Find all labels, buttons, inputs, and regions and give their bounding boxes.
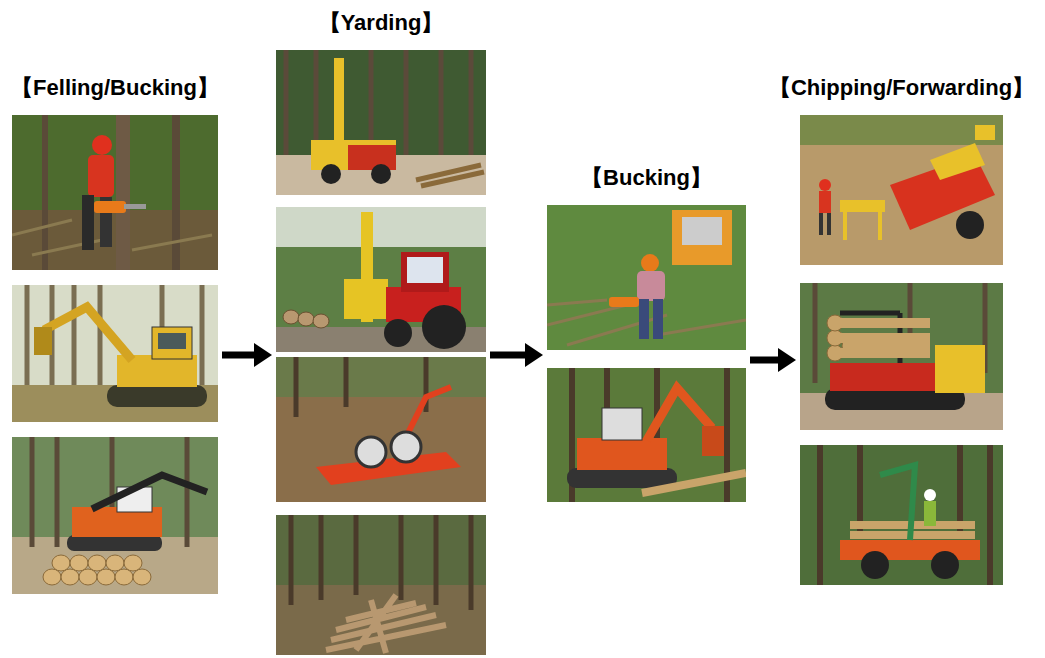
photo bbox=[12, 115, 218, 270]
arrow-shaft bbox=[490, 352, 527, 359]
flow-arrow bbox=[222, 343, 272, 367]
stage-column: 【Yarding】 bbox=[276, 50, 486, 655]
photo bbox=[547, 368, 746, 502]
photo bbox=[12, 285, 218, 422]
stage-column: 【Bucking】 bbox=[547, 205, 746, 502]
photo bbox=[276, 357, 486, 502]
photo bbox=[276, 207, 486, 352]
stage-heading: 【Felling/Bucking】 bbox=[11, 75, 219, 101]
arrow-head bbox=[778, 348, 796, 372]
stage-column: 【Felling/Bucking】 bbox=[12, 115, 218, 594]
arrow-head bbox=[525, 343, 543, 367]
flow-arrow bbox=[490, 343, 543, 367]
photo bbox=[276, 515, 486, 655]
photo bbox=[547, 205, 746, 350]
photo bbox=[276, 50, 486, 195]
arrow-head bbox=[254, 343, 272, 367]
photo bbox=[800, 283, 1003, 430]
photo bbox=[12, 437, 218, 594]
arrow-shaft bbox=[222, 352, 256, 359]
stage-heading: 【Yarding】 bbox=[319, 10, 444, 36]
stage-column: 【Chipping/Forwarding】 bbox=[800, 115, 1003, 585]
flow-arrow bbox=[750, 348, 796, 372]
stage-heading: 【Chipping/Forwarding】 bbox=[769, 75, 1034, 101]
arrow-shaft bbox=[750, 357, 780, 364]
stage-heading: 【Bucking】 bbox=[581, 165, 712, 191]
photo bbox=[800, 115, 1003, 265]
photo bbox=[800, 445, 1003, 585]
